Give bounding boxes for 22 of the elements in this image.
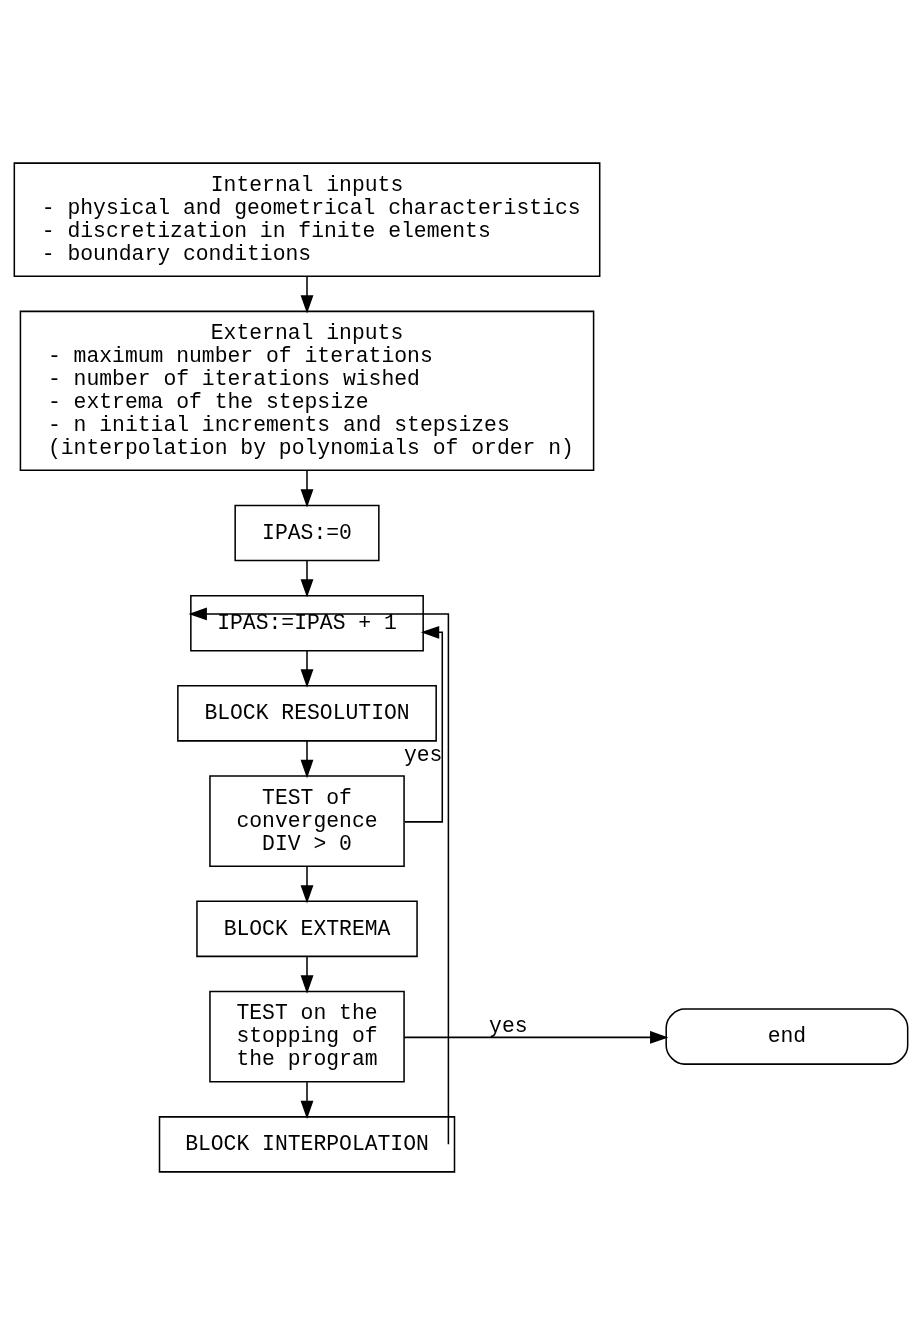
- node-box: BLOCK RESOLUTION: [177, 684, 437, 742]
- arrow: [300, 955, 314, 994]
- edge-label: yes: [489, 1013, 528, 1038]
- node-box: BLOCK INTERPOLATION: [158, 1115, 456, 1173]
- node-box: Internal inputs - physical and geometrical characteristics - discretization in finite elements - boundary conditions: [13, 161, 601, 277]
- node-box: end: [665, 1007, 909, 1065]
- arrow: [300, 865, 314, 904]
- arrow: [403, 1030, 669, 1044]
- arrow: [300, 275, 314, 314]
- node-box: BLOCK EXTREMA: [196, 900, 418, 957]
- edge-label: yes: [403, 742, 443, 767]
- arrow: [404, 625, 444, 823]
- arrow: [300, 559, 314, 597]
- node-box: External inputs - maximum number of iterations - number of iterations wished - extrema of the stepsize - n initial increments and stepsizes (interpolation by polynomials of order n): [19, 310, 595, 471]
- arrow: [300, 649, 314, 688]
- node-box: TEST on the stopping of the program: [209, 990, 405, 1082]
- arrow: [300, 469, 314, 508]
- arrow: [188, 607, 450, 1145]
- node-box: TEST of convergence DIV > 0: [209, 774, 405, 867]
- node-box: IPAS:=0: [234, 504, 380, 561]
- arrow: [300, 739, 314, 778]
- arrow: [300, 1081, 314, 1119]
